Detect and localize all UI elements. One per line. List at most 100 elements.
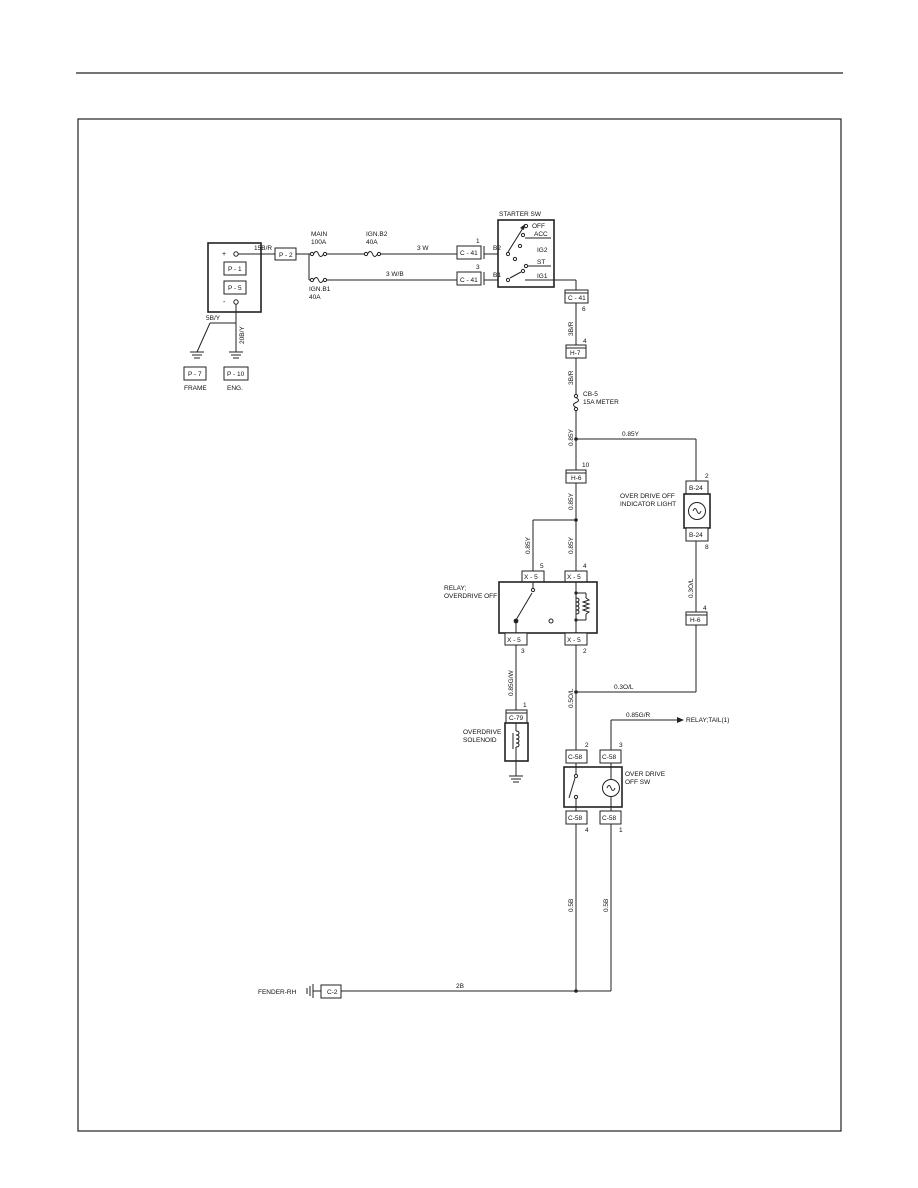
label-connectors-p10: P - 10: [227, 371, 245, 378]
label-battery-terminals-1: -: [223, 299, 226, 306]
wire-segment: [196, 322, 211, 353]
connector-p5: [223, 280, 247, 295]
label-connectors-c79: C-79: [509, 715, 523, 722]
label-labels-ign-b2-rating: 40A: [366, 239, 378, 246]
label-labels-solenoid-1: OVERDRIVE: [463, 729, 502, 736]
label-labels-cb5-rating: 15A METER: [583, 399, 619, 406]
label-battery-terminals-0: +: [222, 251, 226, 258]
label-connectors-c58: C-58: [602, 754, 616, 761]
label-pins-c58-left-bot: 4: [585, 827, 589, 834]
label-wires-h6-to-relay: 0.85Y: [568, 492, 575, 510]
label-wires-od-light-out: 0.3O/L: [688, 578, 695, 598]
label-labels-ign-b1-rating: 40A: [309, 294, 321, 301]
label-wires-ground-run: 2B: [456, 983, 464, 990]
wire-segment: [363, 251, 369, 257]
main-fuse: MAIN 100A: [309, 231, 328, 257]
label-labels-fender: FENDER-RH: [258, 989, 297, 996]
label-wires-ig1-out-b: 3B/R: [568, 370, 575, 385]
label-connectors-b24: B-24: [689, 485, 703, 492]
wire-segment: [573, 794, 579, 800]
label-labels-sw-b1: B1: [493, 272, 501, 279]
label-wires-ig1-out-a: 3B/R: [568, 321, 575, 336]
label-labels-od-light-2: INDICATOR LIGHT: [620, 501, 676, 508]
label-labels-relay-1: RELAY;: [444, 585, 466, 592]
wire-segment: [581, 597, 591, 615]
wire-segment: [517, 243, 523, 249]
label-wires-relay-pin5: 0.85Y: [525, 536, 532, 554]
label-wires-relay-pin4: 0.85Y: [568, 536, 575, 554]
wire-segment: [520, 224, 525, 230]
label-pins-h6-right: 4: [703, 605, 707, 612]
label-labels-od-sw-2: OFF SW: [625, 779, 651, 786]
label-labels-cb5: CB-5: [583, 391, 598, 398]
label-wires-relay-to-sw: 0.5O/L: [568, 688, 575, 708]
label-labels-sw-b2: B2: [493, 245, 501, 252]
connector-p10: [223, 366, 249, 381]
label-wires-ign-b1-out: 3 W/B: [386, 271, 404, 278]
wire-segment: [505, 251, 511, 257]
label-connectors-p2: P - 2: [279, 252, 293, 259]
label-battery-connectors-1: P - 5: [228, 285, 242, 292]
wire-segment: [376, 251, 382, 257]
label-wires-sw-pin4: 0.5B: [568, 899, 575, 912]
wire-segment: [367, 251, 378, 257]
label-pins-c58-right-bot: 1: [619, 827, 623, 834]
label-connectors-x5: X - 5: [507, 637, 521, 644]
label-pins-h7: 4: [583, 338, 587, 345]
label-labels-main-fuse-rating: 100A: [311, 239, 327, 246]
engine-ground-icon: [229, 351, 243, 359]
label-wires-batt-neg: 20B/Y: [239, 326, 246, 344]
label-connectors-c41: C - 41: [460, 277, 478, 284]
label-pins-x5-right-bot: 2: [583, 648, 587, 655]
label-wires-frame-gnd: 5B/Y: [206, 315, 221, 322]
wire-segment: [309, 277, 315, 283]
label-pins-c41-mid: 3: [476, 264, 480, 271]
wire-segment: [573, 406, 579, 412]
label-labels-ign-b2: IGN.B2: [366, 231, 388, 238]
starter-switch: STARTER SW B2 B1 OFF ACC IG2 ST IG1: [493, 211, 555, 288]
label-connectors-h6: H-6: [571, 475, 582, 482]
label-wires-tail-feed: 0.85G/R: [626, 712, 651, 719]
label-labels-od-light-1: OVER DRIVE OFF: [620, 493, 675, 500]
fender-ground-icon: [306, 984, 321, 998]
wire-segment: [530, 587, 536, 593]
label-pins-h6-top: 10: [582, 462, 590, 469]
label-labels-ign-b1: IGN.B1: [309, 286, 331, 293]
label-wires-od-light-feed: 0.85Y: [622, 431, 640, 438]
label-connectors-c41: C - 41: [568, 295, 586, 302]
wire-segment: [563, 766, 623, 808]
wire-segment: [573, 773, 579, 779]
label-labels-frame: FRAME: [184, 385, 207, 392]
overdrive-off-switch: 2 3 C-58 C-58 OVER DRIVE OFF SW C-58 C-5…: [563, 742, 666, 834]
label-labels-sw-off: OFF: [532, 223, 545, 230]
wire-segment: [313, 277, 324, 283]
label-labels-sw-ig2: IG2: [537, 247, 548, 254]
overdrive-solenoid: OVERDRIVE SOLENOID: [463, 722, 529, 762]
wire-segment: [233, 251, 239, 257]
label-pins-b24-top: 2: [705, 473, 709, 480]
wire-segment: [505, 277, 511, 283]
wire-segment: [322, 251, 328, 257]
label-labels-main-fuse: MAIN: [311, 231, 328, 238]
label-connectors-c41: C - 41: [460, 250, 478, 257]
label-labels-solenoid-2: SOLENOID: [463, 737, 497, 744]
wire-segment: [523, 263, 529, 269]
connector-p1: [223, 261, 247, 276]
label-labels-od-sw-1: OVER DRIVE: [625, 771, 666, 778]
wire-segment: [497, 219, 555, 288]
label-wires-light-to-sw: 0.3O/L: [614, 684, 634, 691]
wire-segment: [313, 251, 324, 257]
label-wires-ign-b2-out: 3 W: [417, 245, 429, 252]
wire-segment: [677, 717, 684, 723]
wire-segment: [574, 989, 578, 993]
cb5-fuse: CB-5 15A METER: [573, 391, 619, 412]
wire-segment: [523, 223, 529, 229]
wire-segment: [573, 393, 579, 399]
wire-segment: [573, 397, 579, 408]
connector-b24-bot: [685, 527, 709, 542]
label-connectors-c58: C-58: [602, 815, 616, 822]
wire-segment: [692, 508, 702, 514]
wire-segment: [575, 597, 580, 615]
wire-segment: [606, 785, 616, 791]
label-connectors-x5: X - 5: [524, 574, 538, 581]
